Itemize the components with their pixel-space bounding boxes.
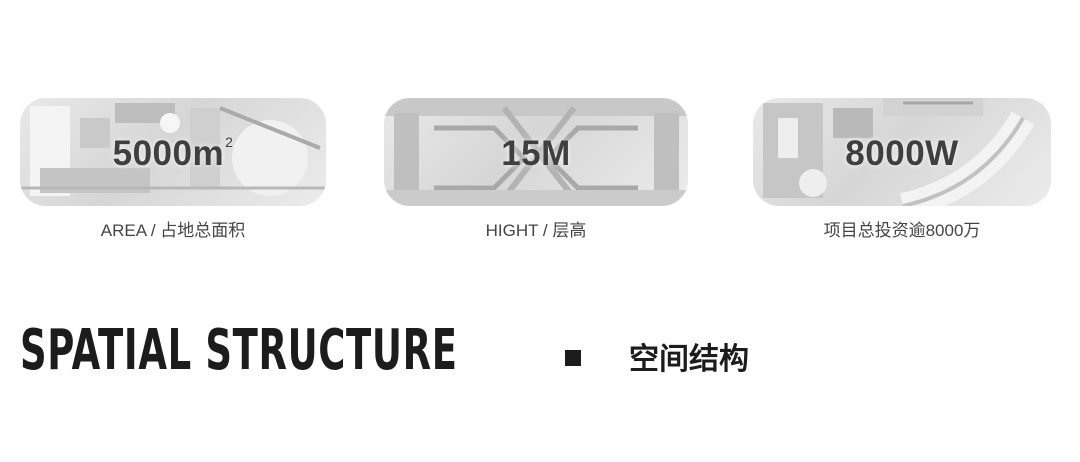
- stat-area-caption: AREA / 占地总面积: [100, 221, 246, 240]
- superscript-two: 2: [225, 134, 234, 150]
- stat-investment-caption: 项目总投资逾8000万: [823, 221, 981, 240]
- industrial-texture-image: [384, 98, 688, 206]
- stat-height-card: 15M: [384, 98, 688, 206]
- stat-height: 15M HIGHT / 层高: [384, 98, 688, 241]
- stat-height-caption: HIGHT / 层高: [485, 221, 587, 240]
- industrial-texture-image: [20, 103, 326, 196]
- section-heading-english: SPATIAL STRUCTURE: [20, 318, 458, 383]
- stat-area-card: 5000m2: [20, 98, 326, 206]
- stat-investment-card: 8000W: [753, 98, 1051, 206]
- stat-height-value: 15M: [501, 134, 571, 173]
- industrial-texture-image: [763, 98, 1035, 206]
- stat-investment-value: 8000W: [845, 134, 959, 173]
- stat-area: 5000m2 AREA / 占地总面积: [20, 98, 326, 241]
- section-heading: SPATIAL STRUCTURE 空间结构: [20, 316, 810, 386]
- stat-area-value: 5000m2: [112, 134, 234, 173]
- stat-investment: 8000W 项目总投资逾8000万: [753, 98, 1051, 241]
- square-bullet-icon: [565, 350, 581, 366]
- section-heading-chinese: 空间结构: [629, 343, 749, 376]
